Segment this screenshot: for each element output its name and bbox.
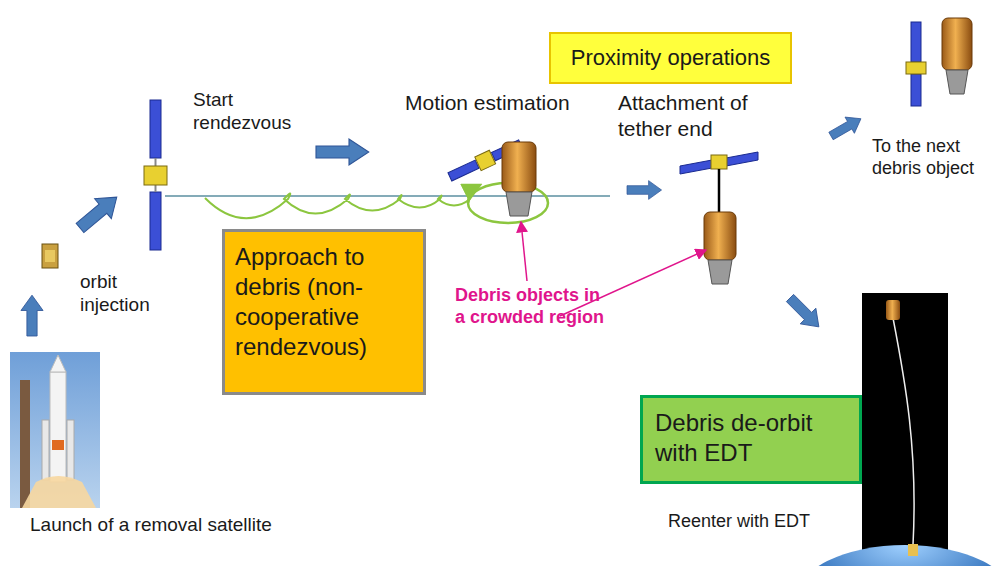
caption-label: Motion estimation	[405, 90, 625, 116]
box-text: Approach to debris (non-cooperative rend…	[235, 242, 413, 362]
small-satellite	[42, 244, 58, 268]
debris-body	[502, 142, 536, 216]
caption-label: Launch of a removal satellite	[30, 513, 350, 536]
next-target	[906, 18, 972, 106]
caption-label: orbit injection	[80, 270, 175, 316]
caption-label: To the next debris object	[872, 136, 989, 180]
caption-label: Reenter with EDT	[668, 511, 858, 533]
phase-box: Debris de-orbit with EDT	[640, 395, 862, 484]
phase-box: Approach to debris (non-cooperative rend…	[222, 229, 426, 395]
box-text: Debris de-orbit with EDT	[655, 408, 847, 468]
caption-label: Attachment of tether end	[618, 90, 783, 141]
tether-satellite	[680, 152, 758, 284]
caption-label: Debris objects in a crowded region	[455, 285, 607, 329]
launch-photo	[10, 352, 100, 508]
phase-banner: Proximity operations	[549, 32, 792, 84]
box-text: Proximity operations	[559, 44, 782, 72]
caption-label: Start rendezvous	[193, 88, 303, 134]
chaser-satellite	[144, 100, 167, 250]
